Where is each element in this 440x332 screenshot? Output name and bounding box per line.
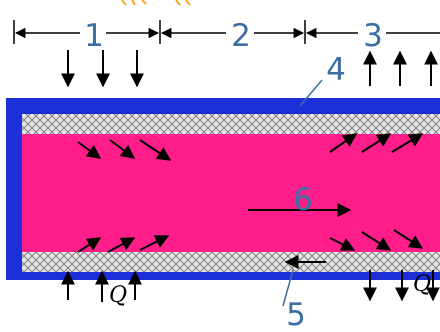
label-4: 4 — [326, 52, 346, 88]
zone-1-label: 1 — [84, 18, 104, 54]
zone-dividers — [13, 20, 306, 44]
zone-1-incoming-flux-arrows — [61, 50, 144, 88]
top-edge-fragment — [121, 0, 191, 6]
bottom-insulation-layer — [22, 252, 440, 272]
label-6: 6 — [293, 182, 313, 218]
zone-3-outgoing-flux-arrows — [363, 50, 438, 86]
left-lower-inflow-arrows — [77, 235, 170, 253]
zone-3-bottom-flux-arrows — [363, 270, 440, 302]
zone-1-bottom-flux-arrows — [61, 270, 142, 302]
heat-flux-symbol-right: Q — [413, 272, 431, 297]
heat-flux-symbol-left: Q — [109, 283, 127, 308]
label-5: 5 — [286, 297, 306, 332]
right-lower-outflow-arrows — [329, 229, 424, 251]
left-upper-inflow-arrows — [77, 139, 172, 161]
hot-core-region — [22, 134, 440, 252]
top-insulation-layer — [22, 114, 440, 134]
label-4-leader — [299, 79, 323, 107]
right-upper-outflow-arrows — [329, 133, 424, 153]
zone-3-label: 3 — [363, 18, 383, 54]
label-5-leader — [282, 269, 294, 307]
zone-2-label: 2 — [231, 18, 251, 54]
